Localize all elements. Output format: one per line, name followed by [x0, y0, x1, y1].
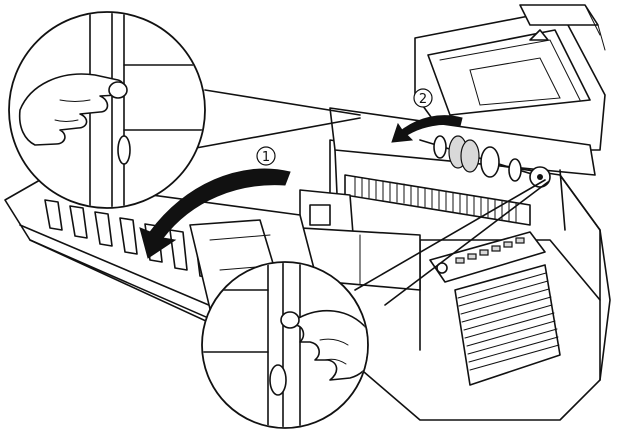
step1-label: 1 [262, 150, 270, 165]
step2-marker: 2 [413, 88, 433, 108]
callout-lines [184, 89, 549, 306]
vent-grille [454, 264, 561, 386]
curved-arrow-icon [391, 115, 463, 143]
feed-rollers [419, 135, 551, 188]
magnified-view-top [8, 11, 206, 209]
curved-arrow-icon [139, 168, 291, 259]
top-cover [414, 4, 606, 151]
hand-icon [280, 309, 367, 381]
control-panel [429, 231, 546, 283]
paper-guide [344, 174, 531, 226]
hand-icon [18, 73, 128, 146]
step1-arrow [139, 168, 291, 259]
step2-arrow [391, 115, 463, 143]
magnified-view-bottom [201, 261, 369, 429]
step2-label: 2 [419, 92, 427, 107]
step1-marker: 1 [256, 146, 276, 166]
